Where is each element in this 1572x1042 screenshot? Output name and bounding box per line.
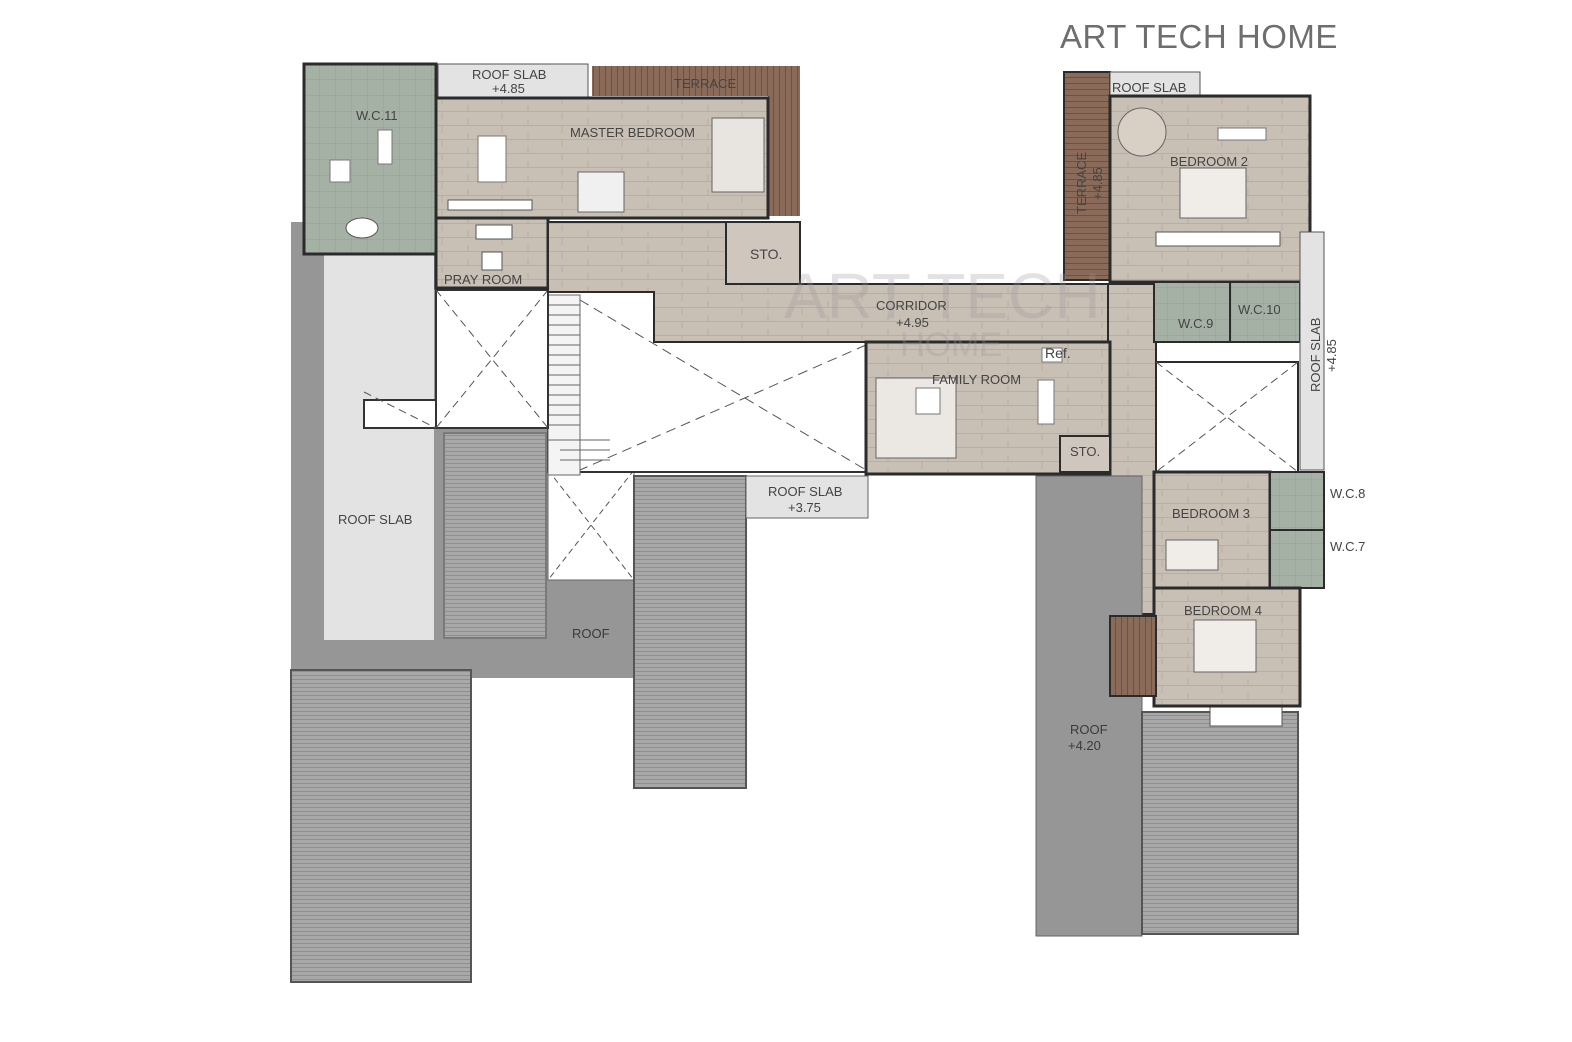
label-roof-right: ROOF — [1070, 722, 1108, 737]
watermark-line2: HOME — [900, 326, 1002, 364]
wc7-room — [1269, 529, 1325, 589]
label-corridor-level: +4.95 — [896, 315, 929, 330]
roof-right — [1035, 475, 1143, 937]
roof-panel — [290, 669, 472, 983]
label-bedroom4: BEDROOM 4 — [1184, 603, 1262, 618]
label-roof-slab-top-level: +4.85 — [492, 81, 525, 96]
void-left — [363, 289, 549, 429]
label-roof-slab-left: ROOF SLAB — [338, 512, 412, 527]
open-void-center — [547, 291, 867, 476]
label-roof-center: ROOF — [572, 626, 610, 641]
label-pray-room: PRAY ROOM — [444, 272, 522, 287]
roof-slab-side — [1299, 231, 1325, 471]
label-master-bedroom: MASTER BEDROOM — [570, 125, 695, 140]
storage-top — [725, 221, 801, 285]
storage-family — [1059, 435, 1111, 473]
label-roof-slab-mid: ROOF SLAB — [768, 484, 842, 499]
family-room — [864, 340, 1112, 476]
roof-panel — [633, 475, 747, 789]
label-bedroom3: BEDROOM 3 — [1172, 506, 1250, 521]
terrace-right — [1063, 71, 1111, 281]
watermark-line1: ART TECH — [784, 260, 1101, 332]
label-wc10: W.C.10 — [1238, 302, 1281, 317]
label-roof-slab-right-top: ROOF SLAB — [1112, 80, 1186, 95]
brand-title: ART TECH HOME — [1060, 18, 1338, 55]
label-wc7: W.C.7 — [1330, 539, 1365, 554]
label-family-room: FAMILY ROOM — [932, 372, 1021, 387]
label-bedroom2: BEDROOM 2 — [1170, 154, 1248, 169]
label-sto-top: STO. — [750, 246, 782, 262]
label-terrace-top: TERRACE — [674, 76, 736, 91]
roof-slab-top — [437, 63, 589, 99]
right-wing — [1035, 71, 1325, 937]
label-ref: Ref. — [1045, 345, 1071, 361]
label-roof-slab-side: ROOF SLAB — [1308, 318, 1323, 392]
bedroom3-room — [1152, 470, 1272, 590]
label-roof-slab-mid-level: +3.75 — [788, 500, 821, 515]
terrace-top — [592, 66, 800, 96]
wc10-room — [1229, 281, 1301, 343]
label-terrace-right: TERRACE — [1074, 152, 1089, 214]
label-wc11: W.C.11 — [356, 108, 398, 123]
wc9-room — [1153, 281, 1231, 343]
roof-panel — [443, 432, 547, 639]
roof-panel — [1141, 711, 1299, 935]
roof-slab-left — [324, 255, 434, 640]
label-roof-slab-top: ROOF SLAB — [472, 67, 546, 82]
roof-slab-mid — [745, 475, 869, 519]
master-suite-block — [302, 62, 800, 290]
label-wc9: W.C.9 — [1178, 316, 1213, 331]
label-terrace-right-level: +4.85 — [1090, 167, 1105, 200]
label-roof-slab-side-level: +4.85 — [1324, 339, 1339, 372]
wc8-room — [1269, 471, 1325, 531]
label-wc8: W.C.8 — [1330, 486, 1365, 501]
label-sto-family: STO. — [1070, 444, 1100, 459]
label-roof-right-level: +4.20 — [1068, 738, 1101, 753]
label-corridor: CORRIDOR — [876, 298, 947, 313]
